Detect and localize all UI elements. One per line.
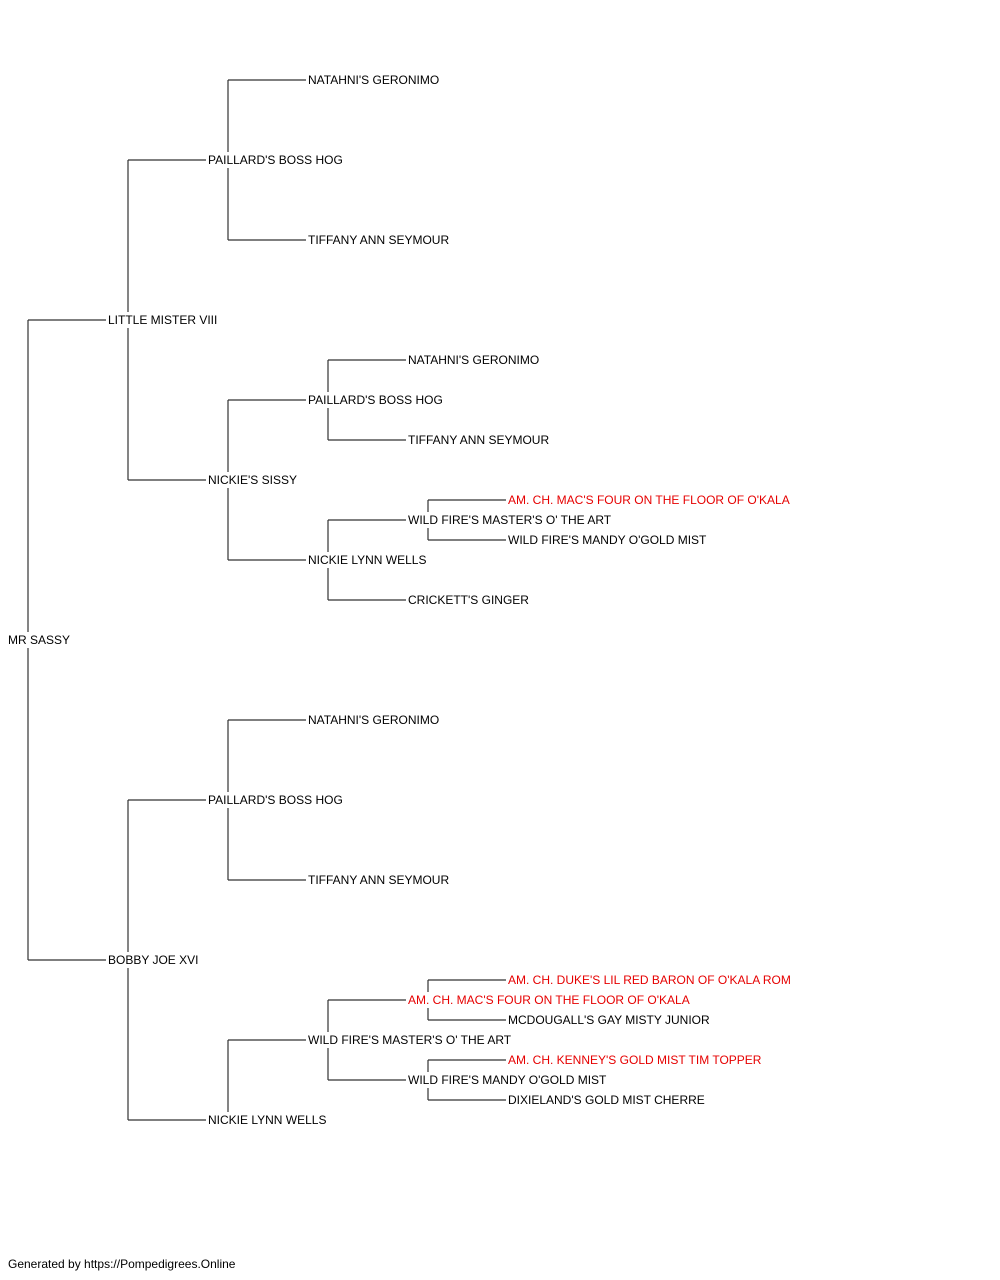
- pedigree-name-root-sire-dam-dam-sire-sire: AM. CH. MAC'S FOUR ON THE FLOOR OF O'KAL…: [508, 493, 790, 507]
- pedigree-name-root-sire-sire-dam: TIFFANY ANN SEYMOUR: [308, 233, 449, 247]
- pedigree-name-root-dam-dam-sire-sire: AM. CH. MAC'S FOUR ON THE FLOOR OF O'KAL…: [408, 993, 690, 1007]
- pedigree-name-root-sire-dam-dam-sire: WILD FIRE'S MASTER'S O' THE ART: [408, 513, 612, 527]
- pedigree-name-root-sire-sire: PAILLARD'S BOSS HOG: [208, 153, 343, 167]
- pedigree-name-root: MR SASSY: [8, 633, 70, 647]
- pedigree-name-root-dam-sire-sire: NATAHNI'S GERONIMO: [308, 713, 439, 727]
- pedigree-name-root-sire-dam-sire: PAILLARD'S BOSS HOG: [308, 393, 443, 407]
- pedigree-name-root-sire-dam-dam: NICKIE LYNN WELLS: [308, 553, 426, 567]
- pedigree-name-root-dam-sire: PAILLARD'S BOSS HOG: [208, 793, 343, 807]
- pedigree-name-root-sire-dam-sire-dam: TIFFANY ANN SEYMOUR: [408, 433, 549, 447]
- pedigree-name-root-dam-dam-sire-dam-sire: AM. CH. KENNEY'S GOLD MIST TIM TOPPER: [508, 1053, 762, 1067]
- pedigree-name-root-dam-dam-sire-sire-dam: MCDOUGALL'S GAY MISTY JUNIOR: [508, 1013, 710, 1027]
- pedigree-name-root-dam-dam-sire: WILD FIRE'S MASTER'S O' THE ART: [308, 1033, 512, 1047]
- pedigree-tree: MR SASSY LITTLE MISTER VIII PAILLARD'S BOS…: [8, 73, 791, 1127]
- pedigree-name-root-dam-dam-sire-dam-dam: DIXIELAND'S GOLD MIST CHERRE: [508, 1093, 705, 1107]
- pedigree-name-root-sire-dam-dam-sire-dam: WILD FIRE'S MANDY O'GOLD MIST: [508, 533, 707, 547]
- pedigree-name-root-sire-dam: NICKIE'S SISSY: [208, 473, 297, 487]
- pedigree-name-root-sire-sire-sire: NATAHNI'S GERONIMO: [308, 73, 439, 87]
- pedigree-name-root-sire: LITTLE MISTER VIII: [108, 313, 217, 327]
- footer-credit: Generated by https://Pompedigrees.Online: [8, 1257, 236, 1271]
- pedigree-name-root-sire-dam-sire-sire: NATAHNI'S GERONIMO: [408, 353, 539, 367]
- pedigree-name-root-dam-dam-sire-dam: WILD FIRE'S MANDY O'GOLD MIST: [408, 1073, 607, 1087]
- pedigree-name-root-dam-dam-sire-sire-sire: AM. CH. DUKE'S LIL RED BARON OF O'KALA R…: [508, 973, 791, 987]
- pedigree-name-root-dam-dam: NICKIE LYNN WELLS: [208, 1113, 326, 1127]
- pedigree-name-root-dam: BOBBY JOE XVI: [108, 953, 198, 967]
- pedigree-name-root-dam-sire-dam: TIFFANY ANN SEYMOUR: [308, 873, 449, 887]
- pedigree-name-root-sire-dam-dam-dam: CRICKETT'S GINGER: [408, 593, 529, 607]
